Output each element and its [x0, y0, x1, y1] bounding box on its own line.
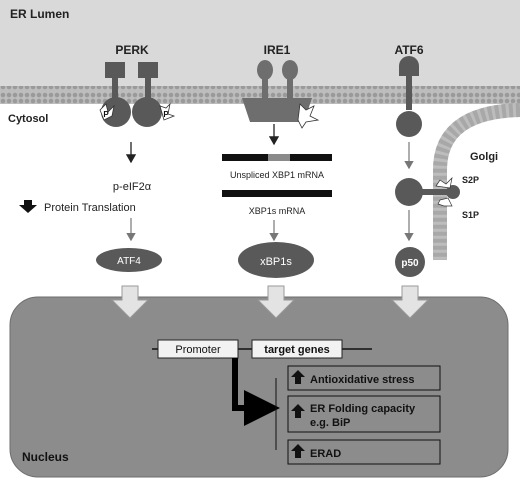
er-lumen-label: ER Lumen: [10, 7, 69, 21]
ire1-label: IRE1: [264, 43, 291, 57]
outcome-2-sub-label: e.g. BiP: [310, 417, 350, 429]
outcome-2-label: ER Folding capacity: [310, 403, 416, 415]
outcome-er-folding: ER Folding capacity e.g. BiP: [287, 395, 441, 433]
cytosol-label: Cytosol: [8, 113, 48, 125]
transcription-arrow: [232, 358, 280, 426]
up-arrow-icon: [291, 370, 305, 384]
atf6-label: ATF6: [394, 43, 423, 57]
atf4-node: [96, 248, 162, 272]
perk-label: PERK: [115, 43, 149, 57]
outcome-antioxidative: Antioxidative stress: [287, 365, 441, 391]
spliced-mrna-bar: [222, 190, 332, 197]
protein-translation-label: Protein Translation: [44, 202, 136, 214]
unspliced-xbp1-label: Unspliced XBP1 mRNA: [230, 170, 324, 180]
xbp1s-nuclear-entry-arrow: [256, 285, 296, 319]
er-membrane: [0, 86, 520, 104]
spliced-xbp1-label: XBP1s mRNA: [249, 206, 306, 216]
s2p-label: S2P: [462, 175, 479, 185]
nucleus-label: Nucleus: [22, 450, 69, 464]
up-arrow-icon: [291, 404, 305, 418]
up-arrow-icon: [291, 444, 305, 458]
s1p-label: S1P: [462, 210, 479, 220]
perk-phospho-left: P: [103, 110, 109, 119]
outcome-3-label: ERAD: [310, 448, 341, 460]
p50-label: p50: [401, 258, 419, 269]
golgi-label: Golgi: [470, 151, 498, 163]
atf4-nuclear-entry-arrow: [110, 285, 150, 319]
p-eif2a-label: p-eIF2α: [113, 181, 152, 193]
outcome-1-label: Antioxidative stress: [310, 374, 415, 386]
er-lumen-region: [0, 0, 520, 92]
outcome-erad: ERAD: [287, 439, 441, 465]
atf6-protein: [396, 56, 422, 137]
promoter-box: [157, 339, 239, 359]
ire1-dimer: [242, 60, 320, 129]
target-genes-label: target genes: [264, 344, 329, 356]
target-genes-box: [251, 339, 343, 359]
p50-node: [395, 247, 425, 277]
atf4-label: ATF4: [117, 256, 141, 267]
down-arrow-icon: [19, 200, 37, 213]
xbp1s-node: [238, 242, 314, 278]
perk-dimer: [99, 62, 176, 127]
p50-nuclear-entry-arrow: [390, 285, 430, 319]
atf6-golgi-cleavage: [395, 176, 460, 207]
intron-segment: [268, 154, 290, 161]
perk-phospho-right: P: [163, 110, 169, 119]
xbp1s-label: xBP1s: [260, 256, 292, 268]
promoter-label: Promoter: [175, 344, 221, 356]
